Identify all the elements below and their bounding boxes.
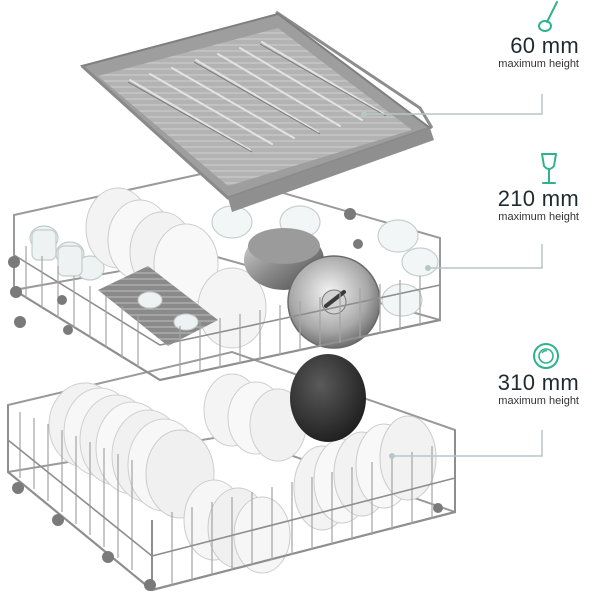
lower-dinner-plates	[48, 373, 437, 574]
spec-caption: maximum height	[498, 395, 579, 407]
spec-caption: maximum height	[498, 58, 579, 70]
upper-glasses-left	[29, 225, 105, 281]
cup-shelf	[98, 266, 218, 346]
spec-callout-upper-basket: 210 mm maximum height	[498, 151, 579, 224]
spec-callout-cutlery-tray: 60 mm maximum height	[498, 0, 579, 71]
ladle-icon	[538, 1, 558, 32]
plate-icon	[533, 343, 559, 369]
spec-caption: maximum height	[498, 211, 579, 223]
spec-value: 60 mm	[510, 33, 579, 58]
cutlery-tray	[79, 10, 434, 212]
frying-pan	[290, 354, 366, 442]
spec-value: 210 mm	[497, 186, 579, 211]
upper-basket	[8, 170, 441, 382]
pot-lid	[287, 255, 381, 349]
lower-basket	[7, 350, 456, 592]
spec-value: 310 mm	[497, 370, 579, 395]
spec-callout-lower-basket: 310 mm maximum height	[498, 341, 579, 408]
leader-lines	[361, 94, 543, 459]
wine-glass-icon	[541, 153, 557, 184]
